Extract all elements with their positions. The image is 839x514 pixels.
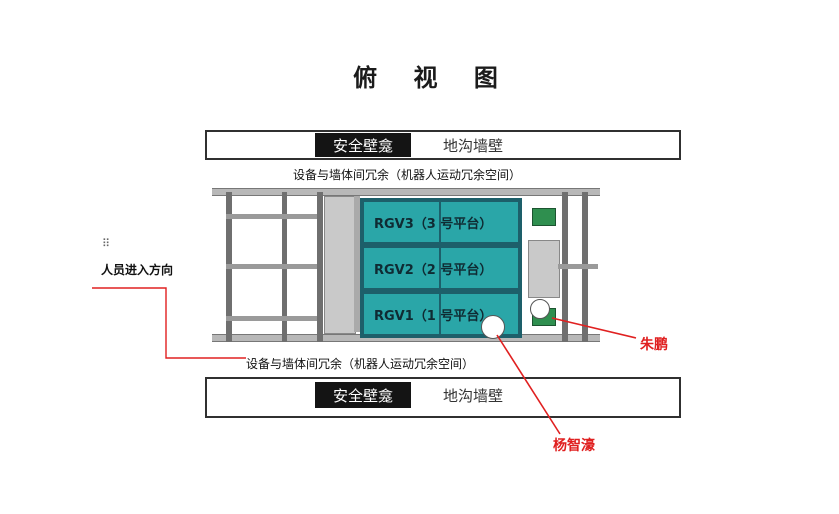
entry-direction-label: 人员进入方向	[101, 263, 174, 277]
top-wall: 安全壁龛 地沟墙壁	[205, 130, 681, 160]
rgv-label: RGV1（1 号平台）	[374, 308, 493, 324]
safety-niche-bottom: 安全壁龛	[315, 382, 411, 408]
annotation-name-right: 朱鹏	[640, 337, 668, 353]
clearance-label-bottom: 设备与墙体间冗余（机器人运动冗余空间）	[246, 355, 475, 372]
clearance-label-top: 设备与墙体间冗余（机器人运动冗余空间）	[293, 166, 522, 183]
entry-arrow-line	[92, 287, 246, 359]
pointer-line-bottom	[496, 334, 561, 435]
safety-niche-top: 安全壁龛	[315, 133, 411, 157]
pointer-line-right	[551, 317, 637, 339]
rgv-label: RGV2（2 号平台）	[374, 262, 493, 278]
green-component	[532, 208, 556, 226]
rail-top	[212, 188, 600, 196]
cart-divider	[439, 200, 441, 336]
frame-bar	[558, 264, 598, 269]
rgv-cart-2: RGV2（2 号平台）	[362, 246, 520, 290]
frame-bar	[226, 316, 321, 321]
right-plate	[528, 240, 560, 298]
marker-circle	[481, 315, 505, 339]
annotation-name-bottom: 杨智濠	[553, 438, 595, 454]
trench-wall-bottom: 地沟墙壁	[443, 387, 504, 405]
equipment-top-view: RGV3（3 号平台） RGV2（2 号平台） RGV1（1 号平台）	[212, 184, 600, 350]
trench-wall-top: 地沟墙壁	[443, 136, 504, 155]
drag-handle-icon: ⠿	[102, 237, 112, 250]
bottom-wall: 安全壁龛 地沟墙壁	[205, 377, 681, 418]
middle-plate-edge	[354, 196, 360, 332]
frame-bar	[226, 214, 321, 219]
page-title: 俯 视 图	[353, 63, 512, 92]
frame-post	[317, 192, 323, 342]
rgv-cart-3: RGV3（3 号平台）	[362, 200, 520, 244]
frame-bar	[226, 264, 321, 269]
rgv-label: RGV3（3 号平台）	[374, 216, 493, 232]
marker-circle	[530, 299, 550, 319]
